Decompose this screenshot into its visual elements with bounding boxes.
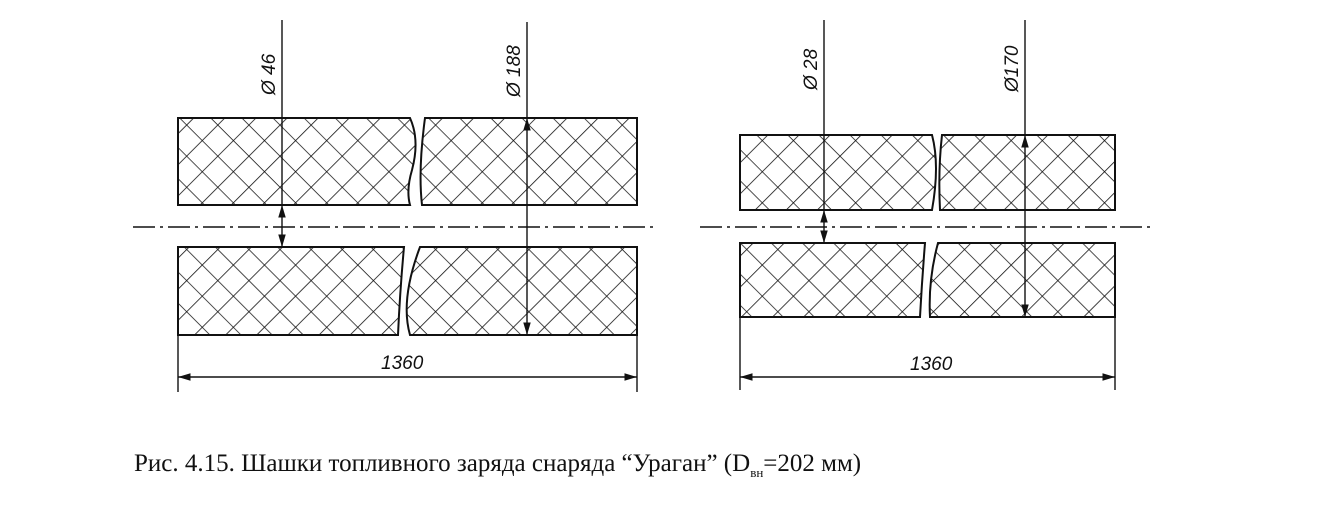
caption-suffix: =202 мм) xyxy=(763,450,862,477)
right-grain-bottom-left xyxy=(739,242,927,318)
right-inner-diameter: Ø 28 xyxy=(801,48,822,91)
left-length: 1360 xyxy=(381,353,424,374)
caption-subscript: вн xyxy=(750,465,764,480)
right-length: 1360 xyxy=(910,354,953,375)
right-grain-top-left xyxy=(739,134,937,211)
right-outer-diameter: Ø170 xyxy=(1002,45,1023,93)
left-grain-bottom-right xyxy=(405,246,638,336)
left-grain-top-left xyxy=(177,117,417,206)
right-grain-top-right xyxy=(938,134,1116,211)
caption-text: Рис. 4.15. Шашки топливного заряда снаря… xyxy=(134,450,751,477)
left-outer-diameter: Ø 188 xyxy=(504,45,525,98)
left-inner-diameter: Ø 46 xyxy=(259,53,280,96)
figure-caption: Рис. 4.15. Шашки топливного заряда снаря… xyxy=(134,450,861,481)
right-grain-bottom-right xyxy=(928,242,1116,318)
left-grain-top-right xyxy=(419,117,638,206)
left-grain-bottom-left xyxy=(177,246,406,336)
